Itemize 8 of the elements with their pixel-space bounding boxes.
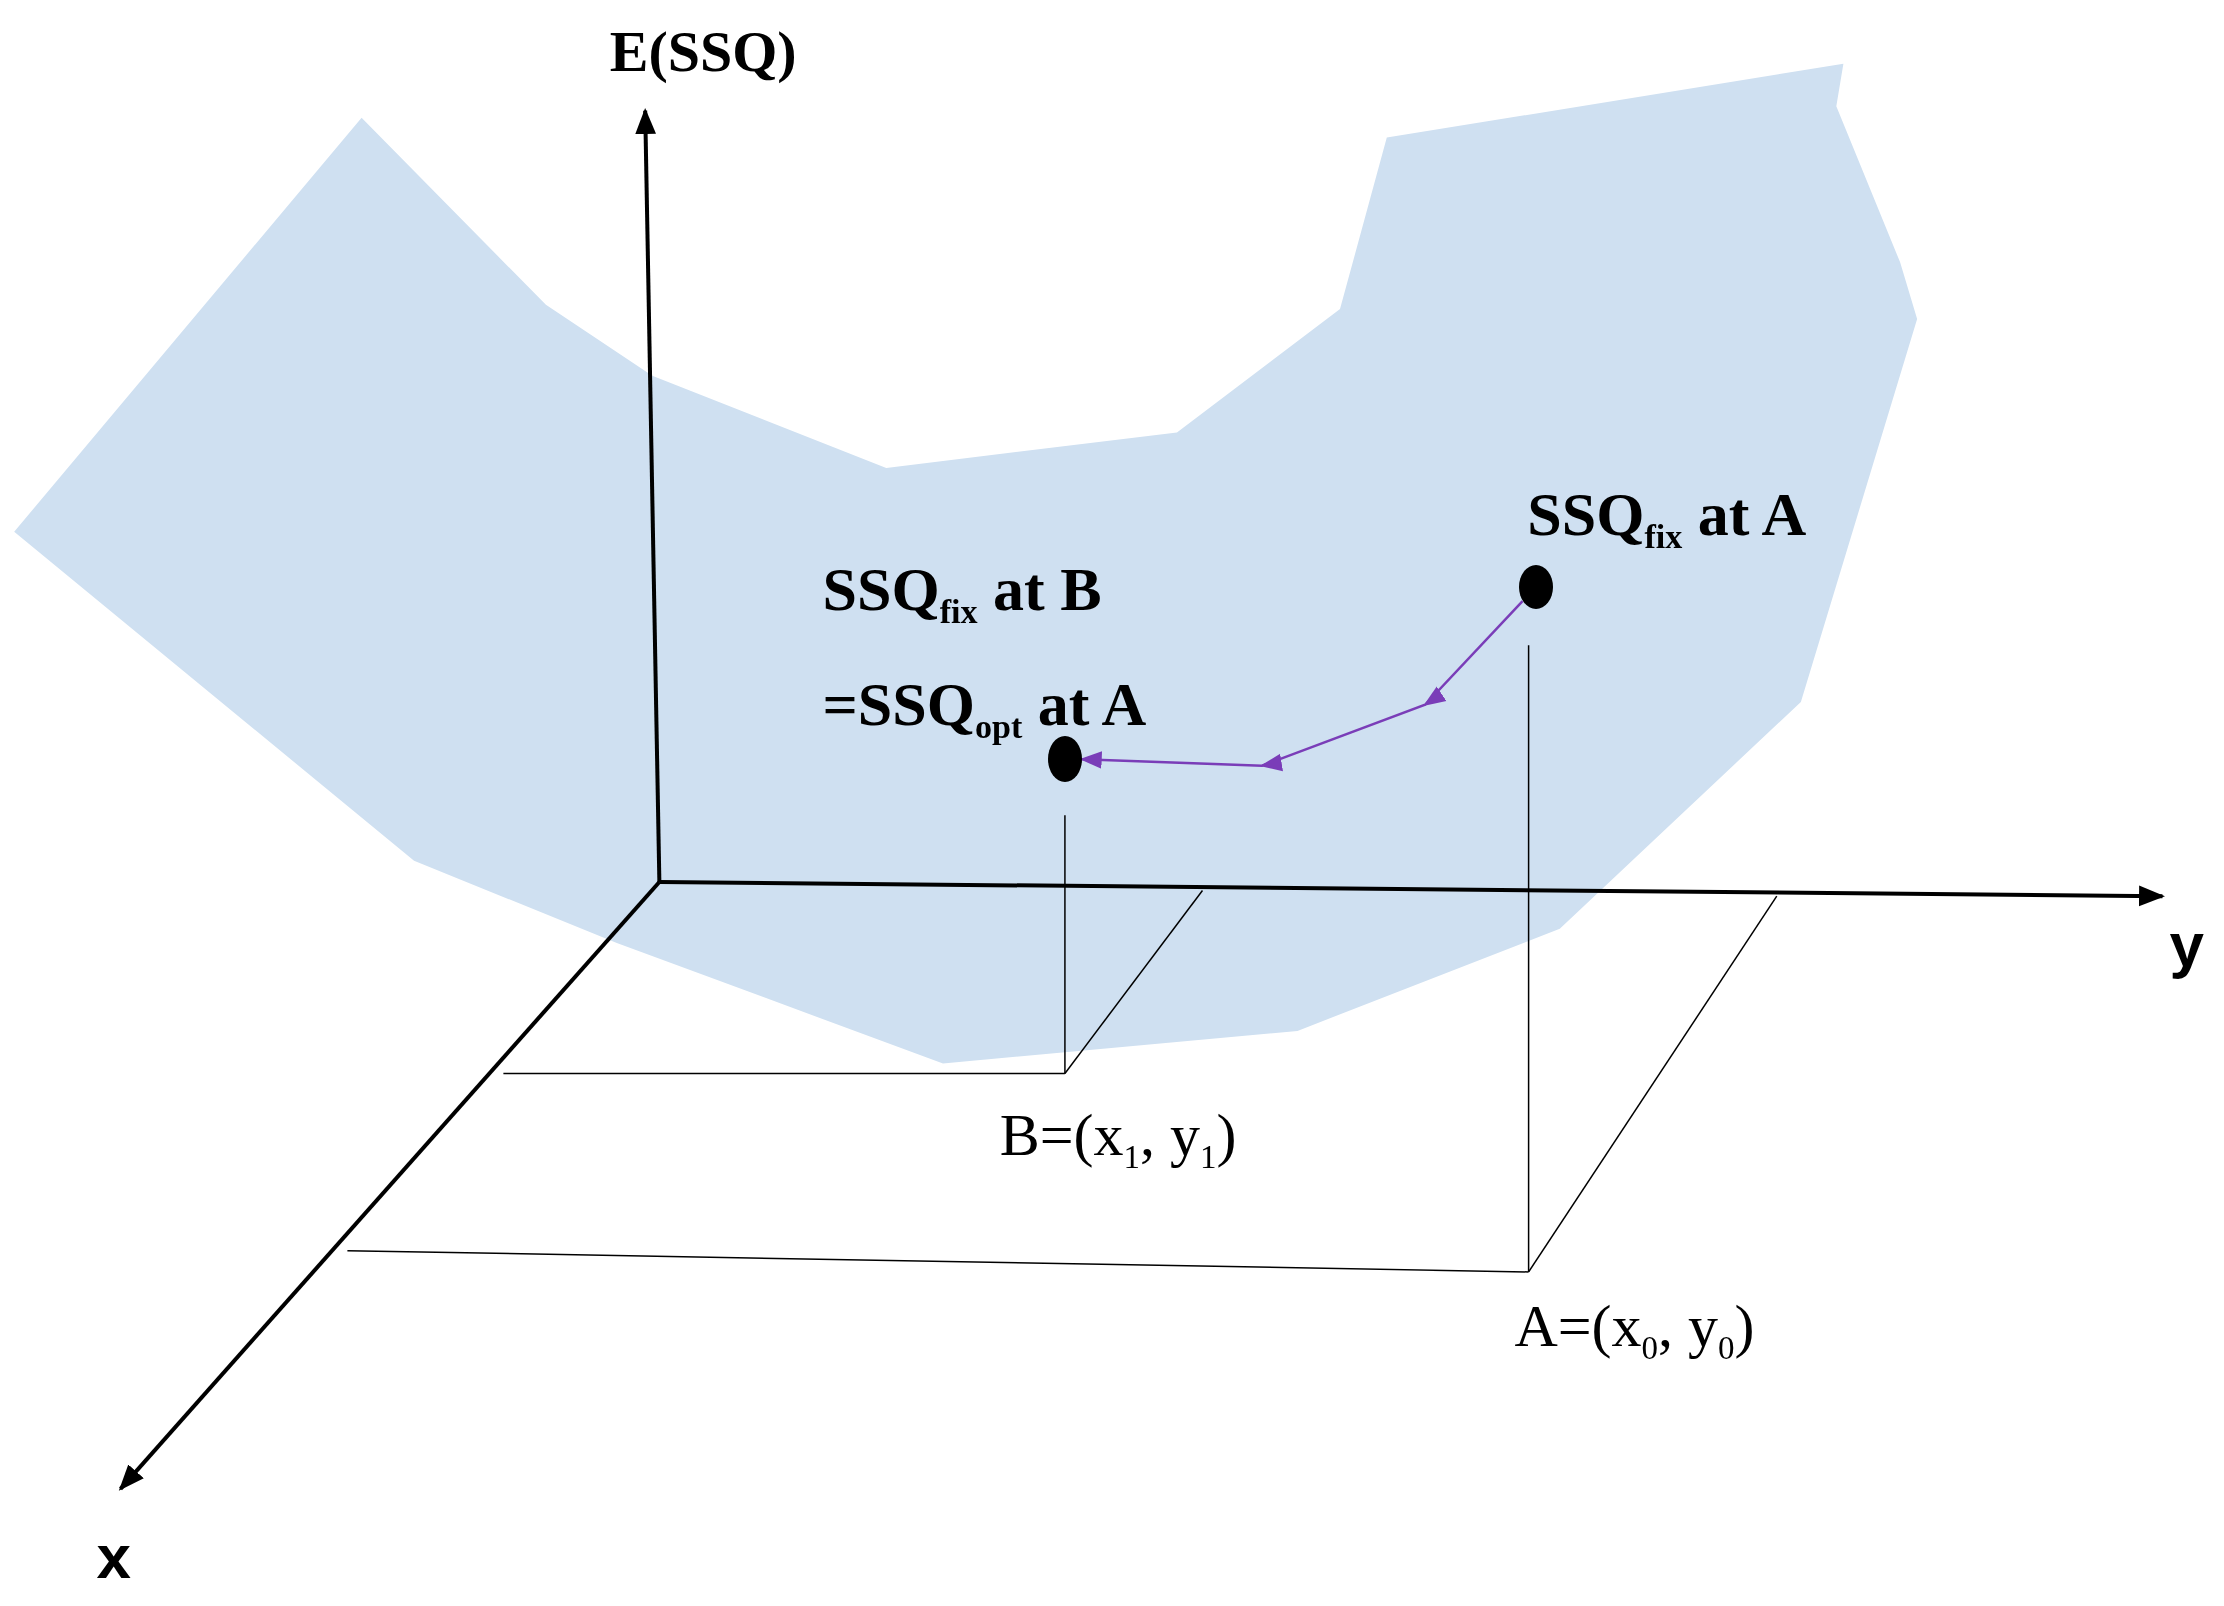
axis-label: y: [2169, 908, 2204, 981]
axis-label: E(SSQ): [609, 18, 797, 86]
point-label: A=(x$_{0}$, y$_{0}$): [1514, 1292, 1755, 1369]
point-label: SSQ$_{fix}$ at B =SSQ$_{opt}$ at A: [822, 554, 1148, 748]
point-label: B=(x$_{1}$, y$_{1}$): [999, 1100, 1237, 1177]
arrow: [1081, 600, 1524, 772]
axis-label: x: [96, 1521, 131, 1594]
point-label: SSQ$_{fix}$ at A: [1527, 478, 1807, 558]
